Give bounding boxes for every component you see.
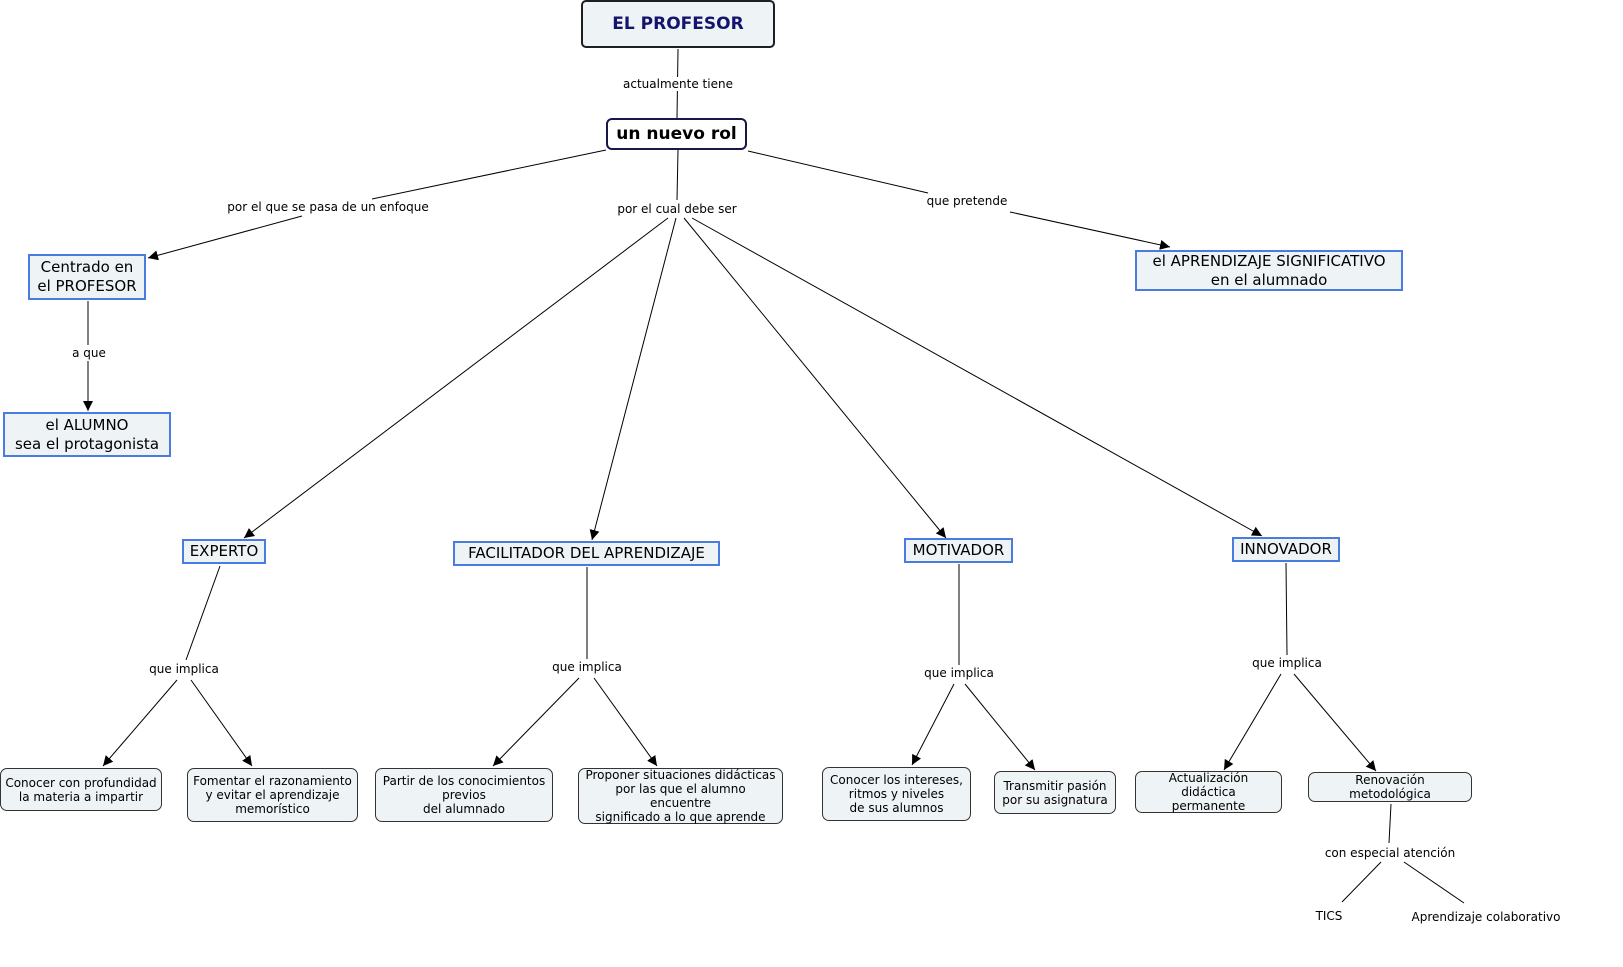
link-label-por-el-cual-debe-ser: por el cual debe ser bbox=[615, 202, 739, 216]
node-un-nuevo-rol[interactable]: un nuevo rol bbox=[606, 118, 747, 150]
node-renovacion-metodologica[interactable]: Renovación metodológica bbox=[1308, 772, 1472, 802]
node-proponer-situaciones[interactable]: Proponer situaciones didácticas por las … bbox=[578, 768, 783, 824]
link-label-que-pretende: que pretende bbox=[924, 194, 1010, 208]
node-facilitador-del-aprendizaje[interactable]: FACILITADOR DEL APRENDIZAJE bbox=[453, 541, 720, 566]
node-innovador[interactable]: INNOVADOR bbox=[1232, 537, 1340, 562]
node-motivador[interactable]: MOTIVADOR bbox=[904, 538, 1013, 563]
node-fomentar-razonamiento[interactable]: Fomentar el razonamiento y evitar el apr… bbox=[187, 768, 358, 822]
node-conocer-intereses[interactable]: Conocer los intereses, ritmos y niveles … bbox=[822, 767, 971, 821]
link-label-que-implica-innovador: que implica bbox=[1250, 656, 1324, 670]
node-aprendizaje-colaborativo[interactable]: Aprendizaje colaborativo bbox=[1411, 910, 1561, 924]
link-label-a-que: a que bbox=[70, 346, 108, 360]
node-partir-conocimientos-previos[interactable]: Partir de los conocimientos previos del … bbox=[375, 768, 553, 822]
node-tics[interactable]: TICS bbox=[1315, 909, 1343, 923]
link-label-que-implica-facilitador: que implica bbox=[550, 660, 624, 674]
link-label-que-implica-motivador: que implica bbox=[922, 666, 996, 680]
link-label-por-el-que-se-pasa: por el que se pasa de un enfoque bbox=[225, 200, 431, 214]
node-transmitir-pasion[interactable]: Transmitir pasión por su asignatura bbox=[994, 771, 1116, 814]
link-label-que-implica-experto: que implica bbox=[147, 662, 221, 676]
node-centrado-en-profesor[interactable]: Centrado en el PROFESOR bbox=[28, 254, 146, 300]
node-experto[interactable]: EXPERTO bbox=[182, 539, 266, 564]
node-conocer-con-profundidad[interactable]: Conocer con profundidad la materia a imp… bbox=[0, 768, 162, 811]
node-alumno-protagonista[interactable]: el ALUMNO sea el protagonista bbox=[3, 412, 171, 457]
link-label-con-especial-atencion: con especial atención bbox=[1322, 846, 1458, 860]
root-node-el-profesor[interactable]: EL PROFESOR bbox=[581, 0, 775, 48]
node-actualizacion-didactica[interactable]: Actualización didáctica permanente bbox=[1135, 771, 1282, 813]
link-label-actualmente-tiene: actualmente tiene bbox=[621, 77, 735, 91]
node-aprendizaje-significativo[interactable]: el APRENDIZAJE SIGNIFICATIVO en el alumn… bbox=[1135, 250, 1403, 291]
